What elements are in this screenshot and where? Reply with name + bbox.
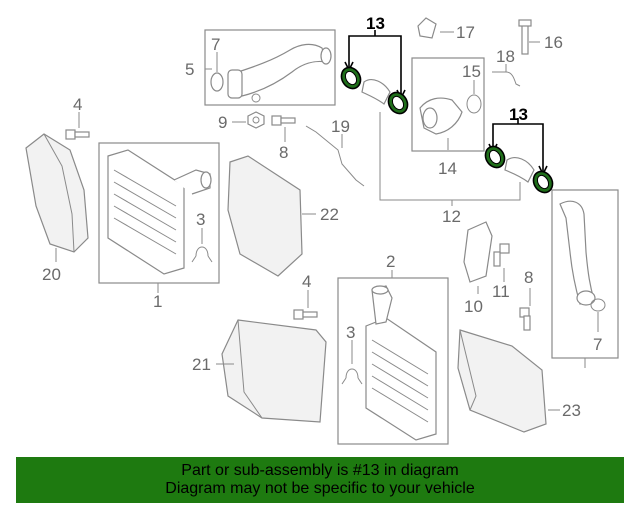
part-10-bracket xyxy=(463,221,493,283)
callout-10: 10 xyxy=(464,297,483,316)
part-18-tube xyxy=(492,71,521,87)
parts-diagram: 5 7 13 17 16 18 15 13 4 9 19 8 14 12 3 2… xyxy=(25,14,619,445)
part-1-intercooler xyxy=(107,149,212,275)
box-part-5 xyxy=(204,29,336,106)
part-14-housing xyxy=(419,94,482,135)
callout-7-lower: 7 xyxy=(593,335,602,354)
part-11-bolt xyxy=(493,243,510,267)
part-7-o-ring-lower xyxy=(590,298,606,312)
part-3-clip-lower xyxy=(341,368,363,385)
callout-7-upper: 7 xyxy=(211,35,220,54)
part-13-hose-upper xyxy=(361,79,391,105)
callout-1: 1 xyxy=(153,292,162,311)
callout-13-lower: 13 xyxy=(509,105,528,124)
callout-11: 11 xyxy=(492,282,510,301)
part-6-charge-pipe xyxy=(559,200,606,312)
intake-pipe-body xyxy=(231,43,327,97)
part-20-air-duct xyxy=(25,133,89,253)
box-part-1 xyxy=(98,142,220,284)
part-3-clip-upper xyxy=(191,246,213,263)
box-part-14 xyxy=(411,57,485,152)
banner-line-1: Part or sub-assembly is #13 in diagram xyxy=(181,462,459,479)
callout-15: 15 xyxy=(462,62,481,81)
part-4-bolt-lower xyxy=(293,309,318,320)
callout-12-routing xyxy=(379,112,521,201)
callout-3-upper: 3 xyxy=(196,210,205,229)
leader-lines xyxy=(55,31,599,411)
part-23-air-duct xyxy=(457,329,547,433)
part-5-intake-pipe xyxy=(210,43,332,103)
intake-pipe-port xyxy=(251,93,261,103)
part-13-group-upper xyxy=(340,30,409,115)
part-2-intercooler xyxy=(365,285,437,441)
callout-20: 20 xyxy=(42,265,61,284)
part-16-stud xyxy=(518,19,532,55)
part-19-tube xyxy=(305,125,365,187)
part-7-o-ring-upper xyxy=(210,72,224,92)
callout-9: 9 xyxy=(218,113,227,132)
callout-4-lower: 4 xyxy=(302,272,311,291)
callout-3-lower: 3 xyxy=(346,323,355,342)
part-17-bracket xyxy=(417,17,437,39)
callout-14: 14 xyxy=(438,159,457,178)
callout-18: 18 xyxy=(496,47,515,66)
part-15-o-ring xyxy=(466,94,482,114)
part-22-shroud xyxy=(227,155,303,277)
callout-4-upper: 4 xyxy=(73,95,82,114)
callout-19: 19 xyxy=(331,117,350,136)
callout-5: 5 xyxy=(185,60,194,79)
box-part-2 xyxy=(337,277,449,445)
callout-17: 17 xyxy=(456,23,475,42)
callout-16: 16 xyxy=(544,33,563,52)
housing-inlet xyxy=(422,107,438,129)
callout-22: 22 xyxy=(320,205,339,224)
callout-12: 12 xyxy=(442,207,461,226)
part-4-bolt-upper xyxy=(65,129,90,140)
part-8-bolt-upper xyxy=(271,115,296,126)
intake-pipe-end xyxy=(320,47,332,65)
part-13-hose-lower xyxy=(504,157,535,183)
callout-8-upper: 8 xyxy=(279,143,288,162)
callout-8-lower: 8 xyxy=(524,268,533,287)
part-8-bolt-lower xyxy=(519,307,531,331)
callout-21: 21 xyxy=(192,355,211,374)
callout-13-upper: 13 xyxy=(366,14,385,33)
part-21-air-duct xyxy=(221,319,327,423)
intake-pipe-flange xyxy=(227,69,243,99)
part-13-group-lower xyxy=(484,118,554,194)
part-9-nut xyxy=(247,111,265,129)
banner-line-2: Diagram may not be specific to your vehi… xyxy=(165,480,475,497)
callout-2: 2 xyxy=(386,252,395,271)
info-banner: Part or sub-assembly is #13 in diagram D… xyxy=(16,457,624,503)
callout-23: 23 xyxy=(562,401,581,420)
